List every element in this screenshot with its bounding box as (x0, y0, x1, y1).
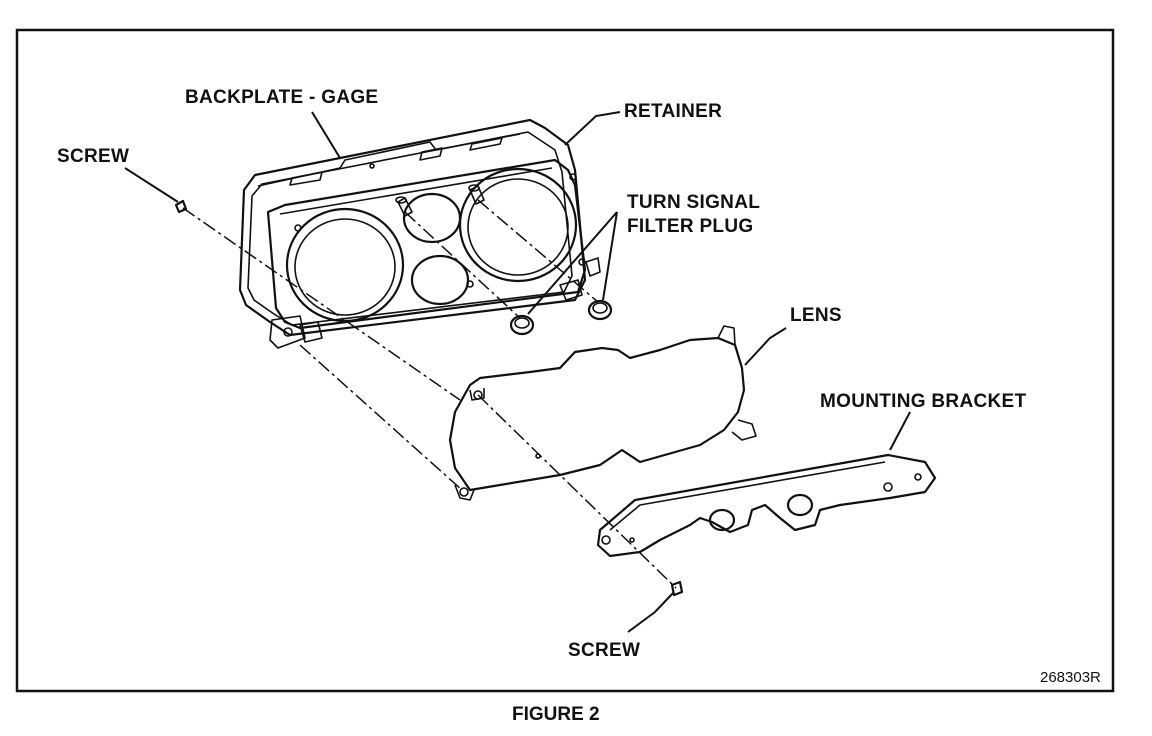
figure-caption: FIGURE 2 (512, 704, 600, 725)
label-mounting-bracket: MOUNTING BRACKET (820, 391, 1026, 412)
turn-signal-filter-plugs (509, 299, 613, 336)
mounting-bracket-part (596, 453, 937, 558)
label-turn-signal-line1: TURN SIGNAL (627, 192, 760, 213)
label-screw-top: SCREW (57, 146, 129, 167)
leader-lines (124, 111, 911, 633)
screw-top-part (174, 199, 188, 214)
label-turn-signal-line2: FILTER PLUG (627, 216, 753, 237)
label-retainer: RETAINER (624, 101, 722, 122)
label-backplate-gage: BACKPLATE - GAGE (185, 87, 378, 108)
lens-part (448, 325, 757, 501)
assembly-centerlines (182, 199, 677, 589)
gage-cluster-assembly (238, 118, 601, 349)
label-lens: LENS (790, 305, 842, 326)
figure-frame (15, 28, 1115, 693)
figure-id: 268303R (1040, 669, 1101, 686)
label-screw-bottom: SCREW (568, 640, 640, 661)
